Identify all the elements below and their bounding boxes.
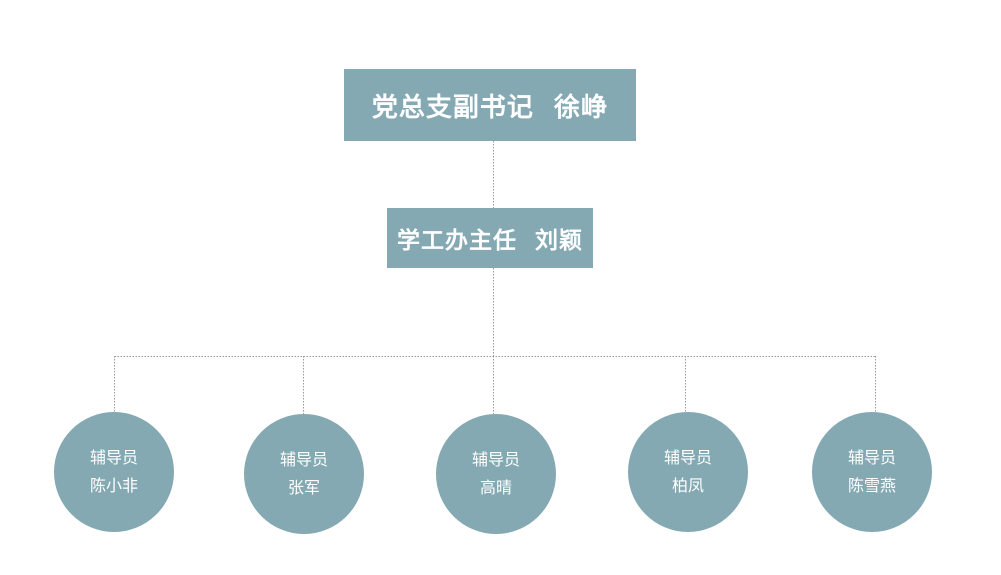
node-person-name: 陈小非 — [89, 476, 138, 495]
node-role: 辅导员 — [471, 450, 520, 469]
node-spacer — [534, 90, 554, 120]
node-party-deputy-secretary: 党总支副书记 徐峥 — [344, 69, 636, 141]
node-counselor-1: 辅导员 陈小非 — [54, 412, 174, 532]
node-role: 辅导员 — [847, 448, 896, 467]
node-person-name: 徐峥 — [554, 92, 609, 123]
node-person-name: 高晴 — [479, 478, 512, 497]
node-role: 辅导员 — [89, 448, 138, 467]
node-title: 党总支副书记 — [371, 92, 534, 123]
node-person-name: 刘颖 — [535, 228, 583, 254]
node-person-name: 张军 — [287, 478, 320, 497]
node-role: 辅导员 — [663, 448, 712, 467]
node-counselor-4: 辅导员 柏凤 — [628, 412, 748, 532]
node-counselor-3: 辅导员 高晴 — [436, 414, 556, 534]
node-counselor-2: 辅导员 张军 — [244, 414, 364, 534]
node-spacer — [517, 225, 535, 251]
node-student-affairs-director: 学工办主任 刘颖 — [387, 208, 593, 268]
node-counselor-5: 辅导员 陈雪燕 — [812, 412, 932, 532]
node-person-name: 陈雪燕 — [847, 476, 896, 495]
node-person-name: 柏凤 — [671, 476, 704, 495]
node-title: 学工办主任 — [396, 228, 517, 254]
node-role: 辅导员 — [279, 450, 328, 469]
